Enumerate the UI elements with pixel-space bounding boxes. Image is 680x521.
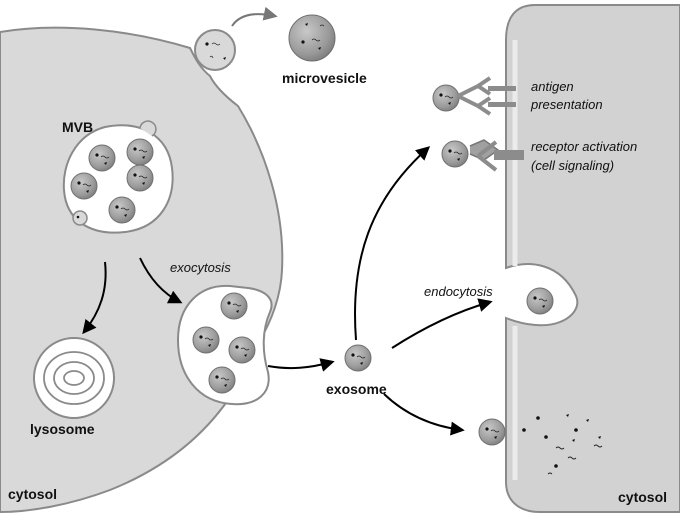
released-cargo bbox=[522, 414, 603, 475]
receptor-label-line1: receptor activation bbox=[531, 139, 637, 154]
receptor-activation-complex bbox=[441, 139, 524, 172]
mvb-to-exocytosis-arrow bbox=[139, 257, 183, 304]
antigen-presentation-complex bbox=[432, 76, 516, 116]
microvesicle bbox=[288, 14, 336, 62]
fusing-mvb bbox=[176, 284, 273, 406]
arrow-to-fusion bbox=[383, 393, 465, 436]
antigen-label-line1: antigen bbox=[531, 79, 574, 94]
microvesicle-release-arrow bbox=[231, 6, 278, 27]
cytosol-right-label: cytosol bbox=[618, 489, 667, 505]
receptor-label-line2: (cell signaling) bbox=[531, 158, 614, 173]
lysosome-label: lysosome bbox=[30, 421, 95, 437]
antigen-label-line2: presentation bbox=[530, 97, 603, 112]
exocytosis-label: exocytosis bbox=[170, 260, 231, 275]
mvb-label: MVB bbox=[62, 119, 93, 135]
multivesicular-body bbox=[62, 120, 174, 234]
exosome bbox=[344, 344, 372, 372]
arrow-to-endocytosis bbox=[391, 298, 493, 349]
budding-microvesicle bbox=[194, 29, 236, 71]
exosome-label: exosome bbox=[326, 381, 387, 397]
arrow-to-receptor bbox=[354, 146, 431, 341]
release-arrow bbox=[267, 358, 335, 372]
endocytosed-exosome bbox=[526, 287, 554, 315]
microvesicle-label: microvesicle bbox=[282, 70, 367, 86]
cytosol-left-label: cytosol bbox=[8, 486, 57, 502]
lysosome bbox=[33, 337, 115, 419]
mvb-to-lysosome-arrow bbox=[82, 261, 107, 335]
endocytosis-label: endocytosis bbox=[424, 284, 493, 299]
donor-cell bbox=[0, 26, 284, 514]
fusing-exosome bbox=[478, 418, 506, 446]
